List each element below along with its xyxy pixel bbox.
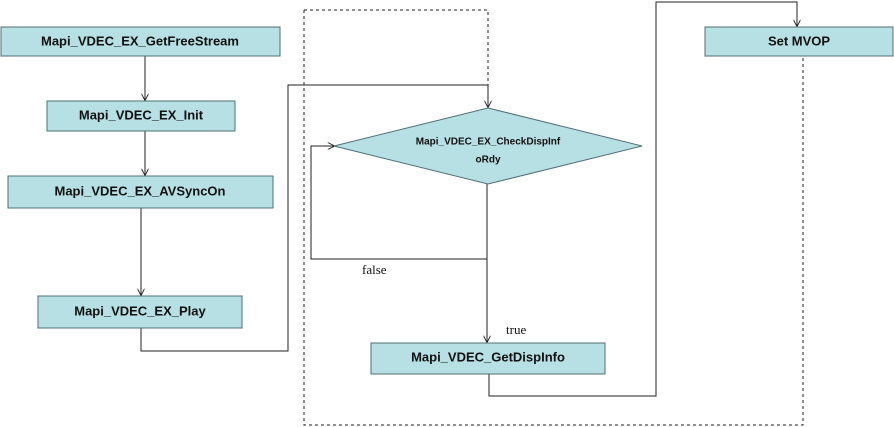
dashed-loop-boundary bbox=[303, 9, 804, 426]
edge-label-false: false bbox=[362, 262, 387, 277]
node-play: Mapi_VDEC_EX_Play bbox=[37, 295, 243, 329]
node-set-mvop-label: Set MVOP bbox=[768, 33, 830, 48]
node-init-label: Mapi_VDEC_EX_Init bbox=[79, 107, 204, 122]
decision-check-disp-info-rdy: Mapi_VDEC_EX_CheckDispInf oRdy bbox=[333, 107, 643, 185]
node-avsync-on-label: Mapi_VDEC_EX_AVSyncOn bbox=[55, 183, 226, 198]
decision-label-line2: oRdy bbox=[476, 155, 501, 166]
node-avsync-on: Mapi_VDEC_EX_AVSyncOn bbox=[7, 175, 274, 209]
node-get-free-stream: Mapi_VDEC_EX_GetFreeStream bbox=[0, 26, 281, 57]
edge-getdispinfo-to-setmvop bbox=[488, 1, 797, 397]
edge-false-loop bbox=[310, 146, 487, 260]
node-get-free-stream-label: Mapi_VDEC_EX_GetFreeStream bbox=[41, 33, 239, 48]
edge-label-true: true bbox=[506, 322, 526, 337]
node-play-label: Mapi_VDEC_EX_Play bbox=[74, 303, 206, 318]
node-get-disp-info-label: Mapi_VDEC_GetDispInfo bbox=[411, 349, 565, 364]
edge-play-to-check bbox=[140, 84, 488, 352]
node-get-disp-info: Mapi_VDEC_GetDispInfo bbox=[370, 342, 606, 375]
decision-label-line1: Mapi_VDEC_EX_CheckDispInf bbox=[416, 137, 561, 148]
node-init: Mapi_VDEC_EX_Init bbox=[46, 100, 236, 132]
node-set-mvop: Set MVOP bbox=[704, 26, 894, 57]
